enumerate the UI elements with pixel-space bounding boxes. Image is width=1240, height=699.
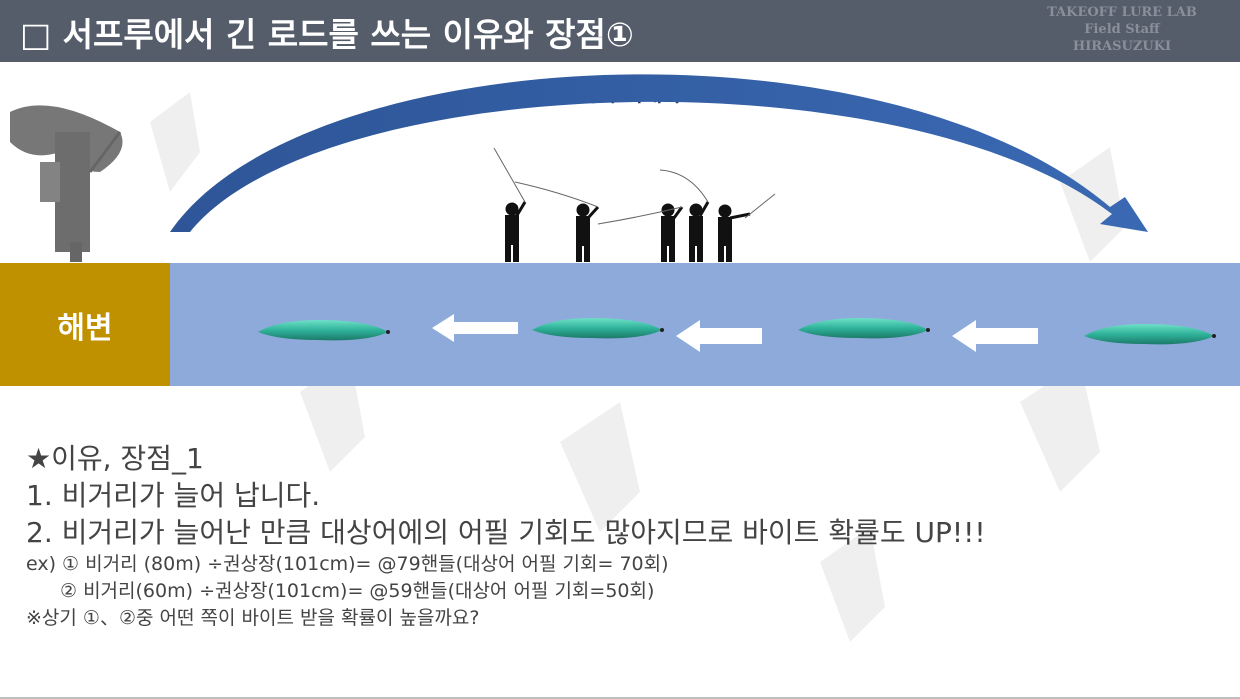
casting-diagram: 해변 <box>0 62 1240 402</box>
angler-5 <box>718 193 776 262</box>
cast-arc <box>170 74 1148 232</box>
reason-point-1: 1. 비거리가 늘어 납니다. <box>26 479 321 512</box>
casting-diagram-svg <box>10 74 1148 262</box>
example-2: ② 비거리(60m) ÷권상장(101cm)= @59핸들(대상어 어필 기회=… <box>60 580 655 602</box>
beach-box: 해변 <box>0 263 170 386</box>
staff-credit: TAKEOFF LURE LAB Field Staff HIRASUZUKI <box>1022 4 1222 55</box>
staff-line-role: Field Staff <box>1084 22 1160 37</box>
lure-4 <box>1084 324 1216 345</box>
lure-1 <box>258 320 390 341</box>
arrow-left-1 <box>432 314 518 342</box>
beach-label: 해변 <box>57 310 113 346</box>
angler-photo <box>10 105 123 262</box>
angler-4 <box>659 169 710 262</box>
reason-heading: ★이유, 장점_1 <box>26 442 204 475</box>
arrow-left-3 <box>952 320 1038 352</box>
arrow-left-2 <box>676 320 762 352</box>
staff-line-species: HIRASUZUKI <box>1072 39 1172 54</box>
lure-3 <box>798 318 930 339</box>
lure-2 <box>532 318 664 339</box>
slide-header: □ 서프루에서 긴 로드를 쓰는 이유와 장점① TAKEOFF LURE LA… <box>0 0 1240 62</box>
casting-anglers <box>493 147 776 262</box>
example-1: ex) ① 비거리 (80m) ÷권상장(101cm)= @79핸들(대상어 어… <box>26 553 669 575</box>
staff-line-brand: TAKEOFF LURE LAB <box>1047 5 1197 20</box>
question-note: ※상기 ①、②중 어떤 쪽이 바이트 받을 확률이 높을까요? <box>26 607 480 629</box>
explanation-text: ★이유, 장점_1 1. 비거리가 늘어 납니다. 2. 비거리가 늘어난 만큼… <box>26 440 986 632</box>
angler-3 <box>597 203 684 262</box>
reason-point-2: 2. 비거리가 늘어난 만큼 대상어에의 어필 기회도 많아지므로 바이트 확률… <box>26 516 986 549</box>
retrieve-path-svg <box>258 314 1216 352</box>
slide-title: □ 서프루에서 긴 로드를 쓰는 이유와 장점① <box>20 15 634 54</box>
angler-1 <box>493 147 527 262</box>
bottom-divider <box>0 697 1240 699</box>
angler-2 <box>514 181 600 262</box>
